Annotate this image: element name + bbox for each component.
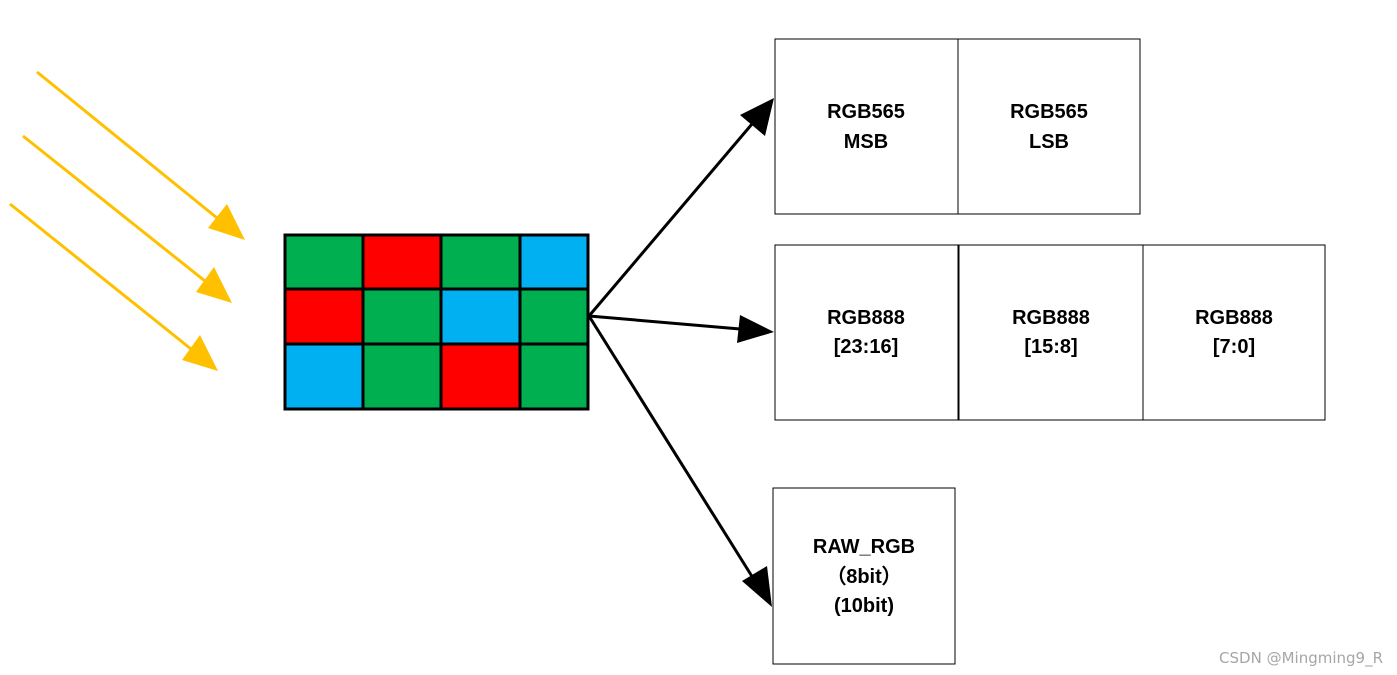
rgb565-lsb-label: RGB565 [1010,101,1088,123]
bayer-cell-blue [283,342,365,411]
rgb565-msb-box [774,38,959,215]
output-arrows [587,98,774,607]
raw-rgb-group: RAW_RGB （8bit） (10bit) [772,487,956,665]
rgb888-high-label: RGB888 [827,307,905,329]
light-ray [36,70,245,240]
bayer-cell-green [361,342,443,411]
rgb565-lsb-box [957,38,1141,215]
rgb888-high-box [774,244,959,421]
rgb565-msb-sublabel: MSB [844,131,888,153]
light-ray [22,134,232,303]
rgb888-mid-box [958,244,1144,421]
rgb565-lsb-sublabel: LSB [1029,131,1069,153]
bayer-cell-green [361,287,443,346]
rgb888-mid-bits: [15:8] [1024,336,1077,358]
bayer-cell-red [283,287,365,346]
arrow-to-raw-rgb [587,315,772,607]
light-ray [9,202,218,371]
bayer-cell-green [518,342,590,411]
light-rays [9,70,245,371]
rgb888-low-box [1142,244,1326,421]
rgb888-low-label: RGB888 [1195,307,1273,329]
arrow-to-rgb565 [587,98,774,317]
bayer-cell-green [283,233,365,291]
raw-rgb-10bit: (10bit) [834,595,894,617]
raw-rgb-box [772,487,956,665]
bayer-cell-red [361,233,443,291]
bayer-cell-red [439,342,522,411]
rgb565-msb-label: RGB565 [827,101,905,123]
arrow-to-rgb888 [588,314,774,343]
bayer-cell-blue [518,233,590,291]
raw-rgb-label: RAW_RGB [813,536,915,558]
rgb888-low-bits: [7:0] [1213,336,1255,358]
rgb565-group: RGB565 MSB RGB565 LSB [774,38,1141,215]
rgb888-group: RGB888 [23:16] RGB888 [15:8] RGB888 [7:0… [774,244,1326,421]
bayer-cell-blue [439,287,522,346]
raw-rgb-8bit: （8bit） [826,565,902,588]
bayer-cell-green [518,287,590,346]
watermark: CSDN @Mingming9_R [1219,649,1383,667]
rgb888-high-bits: [23:16] [834,336,898,358]
bayer-filter-grid [283,233,590,411]
rgb888-mid-label: RGB888 [1012,307,1090,329]
bayer-cell-green [439,233,522,291]
